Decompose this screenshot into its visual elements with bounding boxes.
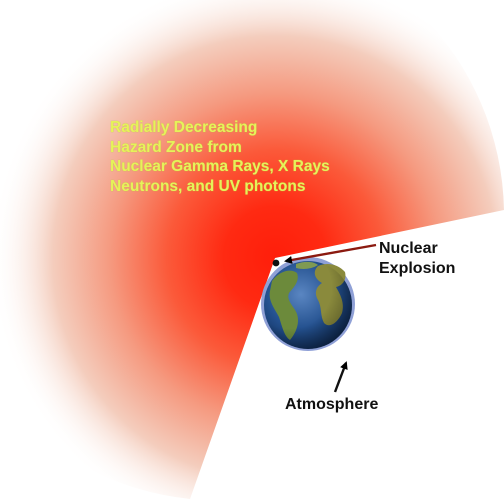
atmosphere-arrow — [333, 361, 348, 393]
nuclear-explosion-label: Nuclear Explosion — [379, 239, 455, 279]
hazard-zone-label-line-2: Hazard Zone from — [110, 138, 242, 156]
hazard-zone-label-line-4: Neutrons, and UV photons — [110, 177, 306, 195]
atmosphere-label: Atmosphere — [285, 396, 379, 413]
hazard-zone-label: Radially Decreasing Hazard Zone from Nuc… — [110, 118, 430, 196]
earth-globe — [261, 257, 355, 351]
nuclear-explosion-arrow — [284, 243, 377, 264]
nuclear-explosion-label-line-2: Explosion — [379, 260, 456, 277]
earth-shading — [264, 261, 352, 349]
explosion-point — [272, 259, 280, 267]
hazard-zone-label-line-1: Radially Decreasing — [110, 119, 258, 136]
nuclear-explosion-label-line-1: Nuclear — [379, 240, 438, 257]
hazard-zone-label-line-3: Nuclear Gamma Rays, X Rays — [110, 158, 330, 175]
